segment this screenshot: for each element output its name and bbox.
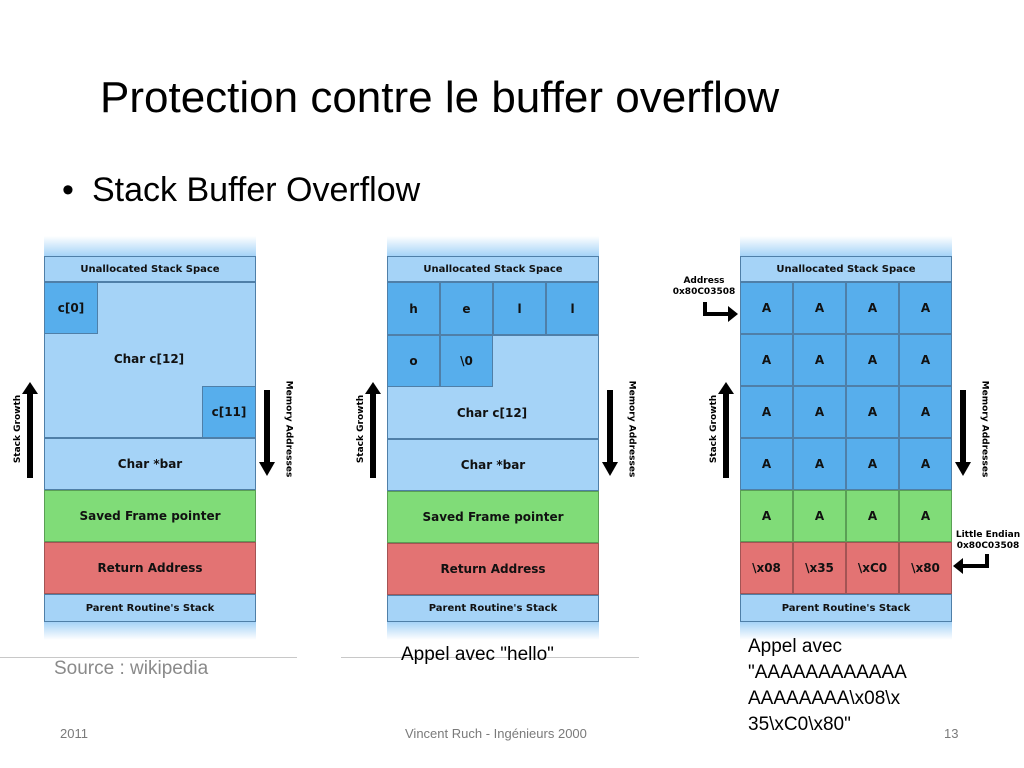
stack-growth-label-2: Stack Growth bbox=[356, 394, 367, 464]
return-address: Return Address bbox=[387, 543, 599, 595]
little-endian-value: 0x80C03508 bbox=[956, 541, 1020, 551]
bullet-item: • Stack Buffer Overflow bbox=[62, 168, 420, 212]
caption-line: AAAAAAAA\x08\x bbox=[748, 688, 901, 709]
fill-a-cell: A bbox=[793, 334, 846, 386]
stack-growth-arrow-2 bbox=[365, 382, 381, 478]
caption-line: 35\xC0\x80" bbox=[748, 714, 851, 735]
cell-h: h bbox=[387, 282, 440, 335]
address-title: Address bbox=[683, 276, 725, 286]
separator-line-left bbox=[0, 657, 297, 658]
char-bar: Char *bar bbox=[387, 439, 599, 491]
fill-a-cell: A bbox=[793, 490, 846, 542]
fill-a-cell: A bbox=[899, 334, 952, 386]
stack-growth-arrow-3 bbox=[718, 382, 734, 478]
bullet-dot: • bbox=[62, 171, 74, 209]
parent-routine-stack: Parent Routine's Stack bbox=[740, 594, 952, 622]
little-endian-pointer-arrow bbox=[953, 554, 989, 574]
return-byte-cell: \xC0 bbox=[846, 542, 899, 594]
char-bar: Char *bar bbox=[44, 438, 256, 490]
parent-routine-stack: Parent Routine's Stack bbox=[44, 594, 256, 622]
memory-addresses-label-1: Memory Addresses bbox=[283, 380, 294, 478]
saved-frame-pointer: Saved Frame pointer bbox=[387, 491, 599, 543]
stack-growth-arrow-1 bbox=[22, 382, 38, 478]
memory-addresses-label-3: Memory Addresses bbox=[979, 380, 990, 478]
cell-e: e bbox=[440, 282, 493, 335]
cell-o: o bbox=[387, 335, 440, 387]
footer-year: 2011 bbox=[60, 726, 88, 741]
footer-author: Vincent Ruch - Ingénieurs 2000 bbox=[405, 726, 587, 741]
source-note: Source : wikipedia bbox=[54, 658, 209, 679]
stack-diagram-original: Unallocated Stack Space c[0] Char c[12] … bbox=[44, 236, 256, 640]
fill-a-cell: A bbox=[740, 282, 793, 334]
fade-bottom bbox=[740, 622, 952, 640]
fill-a-cell: A bbox=[899, 386, 952, 438]
memory-address-arrow-1 bbox=[259, 390, 275, 476]
separator-line-middle bbox=[341, 657, 639, 658]
fade-bottom bbox=[44, 622, 256, 640]
memory-address-arrow-3 bbox=[955, 390, 971, 476]
fill-a-cell: A bbox=[740, 438, 793, 490]
cell-c11: c[11] bbox=[202, 386, 256, 438]
cell-l2: l bbox=[546, 282, 599, 335]
fill-a-cell: A bbox=[899, 282, 952, 334]
saved-frame-pointer: Saved Frame pointer bbox=[44, 490, 256, 542]
unallocated-stack-space: Unallocated Stack Space bbox=[44, 256, 256, 282]
caption-hello: Appel avec "hello" bbox=[401, 644, 554, 665]
return-byte-cell: \x08 bbox=[740, 542, 793, 594]
fade-top bbox=[387, 236, 599, 256]
little-endian-title: Little Endian bbox=[955, 530, 1021, 540]
unallocated-stack-space: Unallocated Stack Space bbox=[387, 256, 599, 282]
fill-a-cell: A bbox=[793, 438, 846, 490]
return-address: Return Address bbox=[44, 542, 256, 594]
memory-address-arrow-2 bbox=[602, 390, 618, 476]
address-pointer-arrow bbox=[703, 302, 738, 322]
caption-line: Appel avec bbox=[748, 636, 843, 657]
footer-page: 13 bbox=[944, 726, 959, 741]
cell-c0: c[0] bbox=[44, 282, 98, 334]
fill-a-cell: A bbox=[846, 438, 899, 490]
stack-diagram-hello: Unallocated Stack Space h e l l o \0 Cha… bbox=[387, 236, 599, 640]
fill-a-cell: A bbox=[899, 490, 952, 542]
caption-line: "AAAAAAAAAAAA bbox=[748, 662, 907, 683]
return-byte-cell: \x35 bbox=[793, 542, 846, 594]
fill-a-cell: A bbox=[793, 386, 846, 438]
fill-a-cell: A bbox=[846, 386, 899, 438]
bullet-text: Stack Buffer Overflow bbox=[92, 171, 421, 209]
stack-growth-label-1: Stack Growth bbox=[13, 394, 24, 464]
fill-a-cell: A bbox=[846, 282, 899, 334]
fill-a-cell: A bbox=[740, 490, 793, 542]
address-value: 0x80C03508 bbox=[672, 287, 736, 297]
fill-a-cell: A bbox=[793, 282, 846, 334]
cell-null: \0 bbox=[440, 335, 493, 387]
char-c12-label: Char c[12] bbox=[113, 352, 185, 366]
address-label: Address 0x80C03508 bbox=[666, 276, 742, 298]
fill-a-cell: A bbox=[740, 334, 793, 386]
fill-a-cell: A bbox=[740, 386, 793, 438]
char-c12-label: Char c[12] bbox=[456, 406, 528, 420]
little-endian-label: Little Endian 0x80C03508 bbox=[952, 530, 1024, 552]
fade-top bbox=[44, 236, 256, 256]
slide-title: Protection contre le buffer overflow bbox=[100, 73, 780, 122]
stack-growth-label-3: Stack Growth bbox=[709, 394, 720, 464]
fill-a-cell: A bbox=[846, 334, 899, 386]
return-byte-cell: \x80 bbox=[899, 542, 952, 594]
cell-l1: l bbox=[493, 282, 546, 335]
fade-top bbox=[740, 236, 952, 256]
caption-overflow: Appel avec "AAAAAAAAAAAA AAAAAAAA\x08\x … bbox=[748, 634, 907, 738]
fill-a-cell: A bbox=[846, 490, 899, 542]
memory-addresses-label-2: Memory Addresses bbox=[626, 380, 637, 478]
fade-bottom bbox=[387, 622, 599, 640]
unallocated-stack-space: Unallocated Stack Space bbox=[740, 256, 952, 282]
parent-routine-stack: Parent Routine's Stack bbox=[387, 595, 599, 622]
fill-a-cell: A bbox=[899, 438, 952, 490]
